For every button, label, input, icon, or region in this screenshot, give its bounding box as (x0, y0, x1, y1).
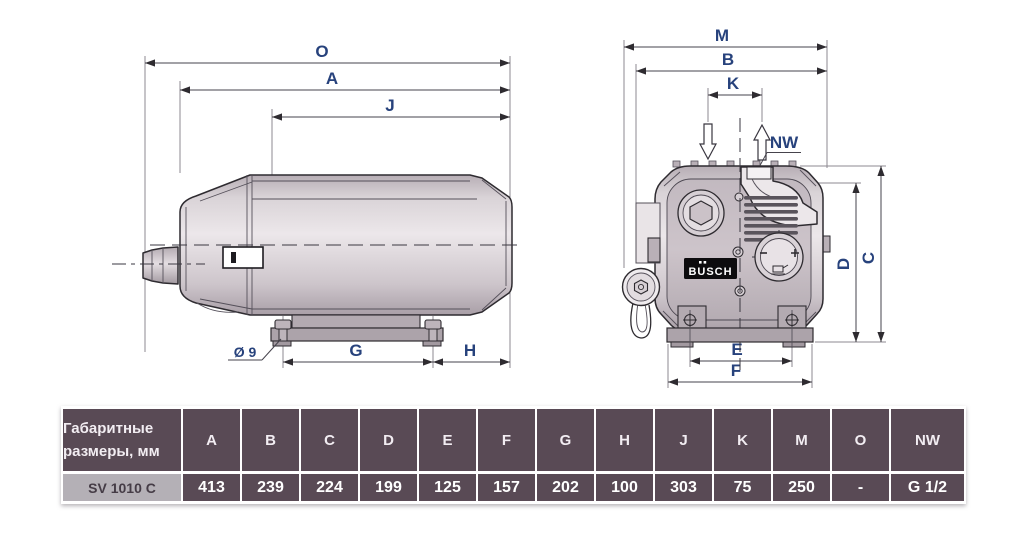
hook-icon (630, 302, 652, 339)
vent-slats (744, 196, 798, 242)
hex-nut-icon (633, 279, 649, 295)
front-view-dimension-lines (624, 43, 885, 386)
model-name: SV 1010 C (63, 474, 181, 501)
side-view-nameplate (222, 246, 264, 269)
oil-fill-plug (677, 189, 725, 237)
dim-label-D: D (834, 258, 853, 270)
value-C: 224 (301, 474, 358, 501)
table-row: SV 1010 C 413 239 224 199 125 157 202 10… (63, 474, 964, 501)
side-view: O A J G H (112, 42, 520, 368)
value-NW: G 1/2 (891, 474, 964, 501)
hex-plug-icon (689, 200, 713, 226)
plus-icon (791, 249, 799, 257)
value-B: 239 (242, 474, 299, 501)
value-E: 125 (419, 474, 476, 501)
column-header-F: F (478, 409, 535, 471)
oil-level-gauge (752, 230, 806, 285)
value-J: 303 (655, 474, 712, 501)
table-header-row: Габаритные размеры, мм A B C D E F G H J… (63, 409, 964, 471)
dim-label-O: O (315, 42, 328, 61)
column-header-J: J (655, 409, 712, 471)
front-view: M B K E F C D NW (621, 26, 886, 388)
inlet-arrow-icon (699, 123, 717, 161)
column-header-D: D (360, 409, 417, 471)
column-header-G: G (537, 409, 594, 471)
value-F: 157 (478, 474, 535, 501)
dim-label-C: C (859, 252, 878, 264)
side-view-foot (270, 314, 444, 347)
dim-label-F: F (731, 361, 741, 380)
side-view-pump-body (179, 174, 513, 316)
column-header-NW: NW (891, 409, 964, 471)
side-knob-assembly (621, 202, 661, 339)
dim-label-G: G (349, 341, 362, 360)
value-G: 202 (537, 474, 594, 501)
dim-label-K: K (727, 74, 740, 93)
column-header-O: O (832, 409, 889, 471)
dim-label-NW: NW (770, 133, 799, 152)
value-A: 413 (183, 474, 240, 501)
screws (732, 192, 746, 297)
side-view-dimension-lines (145, 59, 510, 366)
column-header-E: E (419, 409, 476, 471)
column-header-M: M (773, 409, 830, 471)
hole-diameter-callout: Ø 9 (228, 338, 282, 361)
value-M: 250 (773, 474, 830, 501)
table-header-label: Габаритные размеры, мм (63, 409, 181, 471)
brand-logo: BUSCH (684, 258, 737, 279)
dim-label-H: H (464, 341, 476, 360)
dim-label-A: A (326, 69, 338, 88)
oil-can-icon (771, 264, 789, 275)
dim-label-B: B (722, 50, 734, 69)
nw-port-callout: NW (756, 133, 801, 172)
dim-label-hole-dia: Ø 9 (234, 344, 257, 360)
flow-arrows (699, 123, 771, 161)
column-header-K: K (714, 409, 771, 471)
dimensions-table: Габаритные размеры, мм A B C D E F G H J… (61, 406, 966, 504)
front-view-feet (666, 305, 814, 348)
technical-drawing: O A J G H (112, 26, 886, 388)
dim-label-M: M (715, 26, 729, 45)
dim-label-E: E (731, 340, 742, 359)
column-header-C: C (301, 409, 358, 471)
column-header-B: B (242, 409, 299, 471)
value-D: 199 (360, 474, 417, 501)
logo-text: BUSCH (688, 266, 732, 278)
nw-port (746, 166, 772, 180)
value-H: 100 (596, 474, 653, 501)
value-O: - (832, 474, 889, 501)
outlet-arrow-icon (753, 123, 771, 161)
side-view-inlet-port (142, 246, 179, 285)
column-header-A: A (183, 409, 240, 471)
column-header-H: H (596, 409, 653, 471)
value-K: 75 (714, 474, 771, 501)
dim-label-J: J (385, 96, 394, 115)
